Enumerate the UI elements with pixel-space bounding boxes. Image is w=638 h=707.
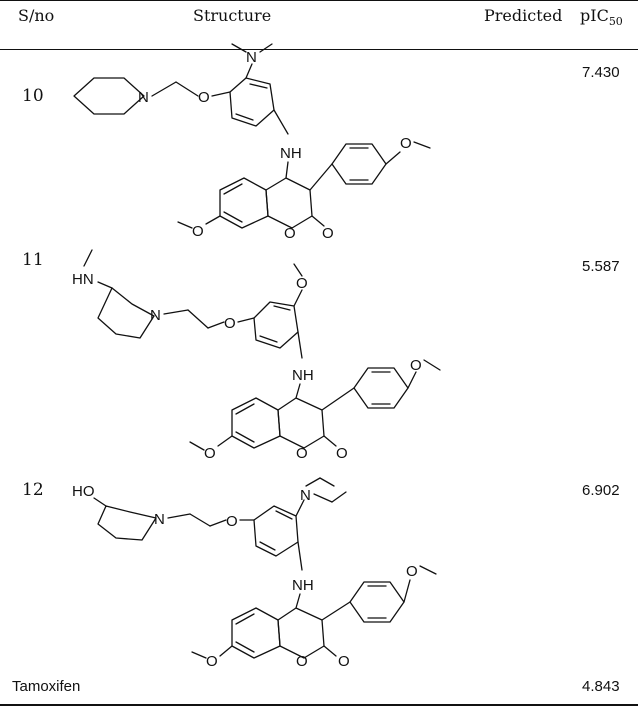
row-10-value: 7.430 <box>582 64 620 81</box>
row-11-sno: 11 <box>22 250 44 270</box>
atom-nh: NH <box>292 367 314 384</box>
atom-o-ether: O <box>226 513 238 530</box>
structure-compound-10: N O N NH O O O O <box>73 43 431 242</box>
atom-nh: NH <box>292 577 314 594</box>
methoxyphenyl-ring <box>353 367 409 409</box>
atom-o-methoxy-aryl: O <box>406 563 418 580</box>
atom-ho: HO <box>72 483 95 500</box>
atom-o-lactone: O <box>284 225 296 242</box>
header-predicted: Predicted <box>484 6 563 25</box>
piperidine-ring <box>97 287 155 339</box>
atom-o-methoxy-coumarin: O <box>192 223 204 240</box>
atom-hn: HN <box>72 271 94 288</box>
atom-nh: NH <box>280 145 302 162</box>
header-pic50: pIC50 <box>580 6 623 28</box>
tamoxifen-value: 4.843 <box>582 678 620 695</box>
coumarin-pyranone-ring <box>277 607 325 659</box>
piperidine-ring <box>97 505 157 541</box>
methoxyphenyl-ring <box>331 143 387 185</box>
atom-o-carbonyl: O <box>336 445 348 462</box>
coumarin-benzo-ring <box>231 607 281 659</box>
atom-o-methoxy-coumarin: O <box>206 653 218 670</box>
tamoxifen-label: Tamoxifen <box>12 678 81 695</box>
atom-o-methoxy-aryl: O <box>400 135 412 152</box>
piperidine-ring <box>73 77 145 115</box>
atom-o-lactone: O <box>296 445 308 462</box>
atom-o-methoxy-aryl: O <box>410 357 422 374</box>
coumarin-pyranone-ring <box>265 177 313 229</box>
row-12-value: 6.902 <box>582 482 620 499</box>
atom-n-piperidine: N <box>154 511 165 528</box>
atom-o-lactone: O <box>296 653 308 670</box>
row-12-sno: 12 <box>22 480 44 500</box>
bottom-rule <box>0 704 638 706</box>
atom-n-piperidine: N <box>138 89 149 106</box>
atom-o-methoxy-coumarin: O <box>204 445 216 462</box>
structure-compound-11: HN N O O NH O O O O <box>72 249 441 462</box>
top-rule <box>0 0 638 1</box>
atom-n-piperidine: N <box>150 307 161 324</box>
methoxyphenyl-ring <box>349 581 405 623</box>
atom-o-ether: O <box>198 89 210 106</box>
header-sno: S/no <box>18 6 55 25</box>
atom-n-diethylamino: N <box>300 487 311 504</box>
header-structure: Structure <box>193 6 272 25</box>
atom-o-carbonyl: O <box>338 653 350 670</box>
atom-o-methoxy-aniline: O <box>296 275 308 292</box>
aniline-ring <box>253 505 299 557</box>
coumarin-pyranone-ring <box>277 397 325 449</box>
coumarin-benzo-ring <box>219 177 269 229</box>
structure-compound-12: HO N O N NH O O O O <box>72 477 437 670</box>
header-rule <box>0 49 638 50</box>
row-10-sno: 10 <box>22 86 44 106</box>
header-pic50-subscript: 50 <box>608 15 623 29</box>
row-11-value: 5.587 <box>582 258 620 275</box>
header-pic50-main: pIC <box>580 6 609 25</box>
atom-o-ether: O <box>224 315 236 332</box>
aniline-ring <box>229 77 275 127</box>
atom-o-carbonyl: O <box>322 225 334 242</box>
coumarin-benzo-ring <box>231 397 281 449</box>
atom-n-dimethylamino: N <box>246 49 257 66</box>
